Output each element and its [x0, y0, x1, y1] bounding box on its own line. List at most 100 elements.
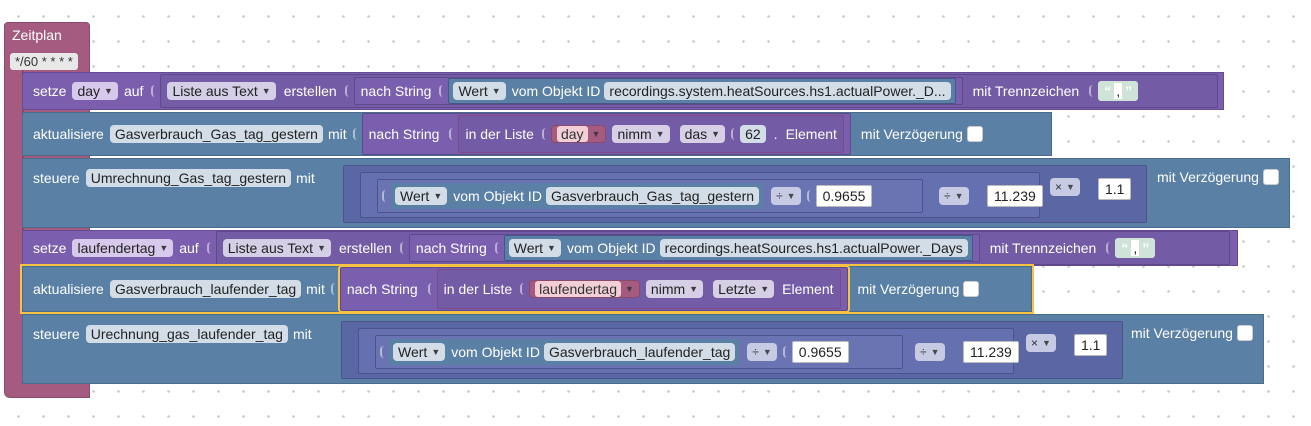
chevron-down-icon: ▼: [159, 243, 169, 253]
update-state-block-1[interactable]: aktualisiere Gasverbrauch_Gas_tag_gester…: [22, 112, 1052, 156]
mit-verzoegerung-label: mit Verzögerung: [1157, 169, 1259, 185]
get-object-value-block[interactable]: Wert▼ vom Objekt ID Gasverbrauch_Gas_tag…: [391, 183, 764, 209]
control-state-block-2[interactable]: steuere Urechnung_gas_laufender_tag mit …: [22, 314, 1264, 384]
object-id-field[interactable]: recordings.system.heatSources.hs1.actual…: [604, 82, 951, 100]
mit-verzoegerung-label: mit Verzögerung: [1131, 325, 1233, 341]
set-variable-laufendertag-block[interactable]: setze laufendertag▼ auf Liste aus Text▼ …: [22, 230, 1238, 266]
math-multiply-block[interactable]: Wert▼ vom Objekt ID Gasverbrauch_laufend…: [341, 321, 1123, 379]
get-object-value-block[interactable]: Wert▼ vom Objekt ID recordings.system.he…: [448, 78, 956, 104]
target-object-field[interactable]: Urechnung_gas_laufender_tag: [85, 325, 288, 343]
value-attribute-dropdown[interactable]: Wert▼: [393, 343, 446, 361]
list-get-element-block[interactable]: in der Liste day▼ nimm▼ das▼ 62 . Elemen…: [458, 115, 844, 153]
target-object-field[interactable]: Umrechnung_Gas_tag_gestern: [85, 169, 292, 187]
divide-operator-dropdown[interactable]: ÷▼: [747, 343, 777, 361]
object-id-field[interactable]: Gasverbrauch_laufender_tag: [543, 343, 736, 361]
factor-number-field[interactable]: 1.1: [1074, 334, 1108, 356]
divide-operator-dropdown[interactable]: ÷▼: [915, 343, 945, 361]
math-multiply-block[interactable]: Wert▼ vom Objekt ID Gasverbrauch_Gas_tag…: [343, 165, 1147, 223]
list-from-text-block[interactable]: Liste aus Text▼ erstellen nach String We…: [215, 231, 1230, 265]
update-state-block-2[interactable]: aktualisiere Gasverbrauch_laufender_tag …: [22, 266, 1032, 312]
input-notch-icon: [427, 283, 435, 295]
separator-field[interactable]: ,: [1131, 240, 1140, 256]
cron-field[interactable]: */60 * * * *: [10, 53, 78, 70]
math-divide-outer-block[interactable]: Wert▼ vom Objekt ID Gasverbrauch_laufend…: [358, 328, 1019, 374]
steuere-label: steuere: [33, 170, 80, 186]
to-string-block[interactable]: nach String in der Liste day▼ nimm▼ das▼…: [361, 113, 851, 155]
list-from-text-dropdown[interactable]: Liste aus Text▼: [222, 239, 331, 257]
wert-value: Wert: [398, 344, 428, 360]
set-variable-day-block[interactable]: setze day▼ auf Liste aus Text▼ erstellen…: [22, 72, 1224, 110]
math-divide-outer-block[interactable]: Wert▼ vom Objekt ID Gasverbrauch_Gas_tag…: [360, 172, 1043, 218]
value-attribute-dropdown[interactable]: Wert▼: [395, 187, 448, 205]
get-object-value-block[interactable]: Wert▼ vom Objekt ID recordings.heatSourc…: [503, 235, 973, 261]
chevron-down-icon: ▼: [711, 129, 721, 139]
nimm-dropdown[interactable]: nimm▼: [645, 280, 704, 298]
position-value: Letzte: [718, 281, 757, 297]
variable-laufendertag-dropdown[interactable]: laufendertag▼: [72, 239, 174, 257]
input-notch-icon: [520, 283, 527, 295]
math-divide-inner-block[interactable]: Wert▼ vom Objekt ID Gasverbrauch_laufend…: [375, 335, 903, 369]
separator-text-block[interactable]: “,”: [1098, 81, 1139, 101]
control-state-block-1[interactable]: steuere Umrechnung_Gas_tag_gestern mit W…: [22, 158, 1290, 228]
variable-day-dropdown[interactable]: day▼: [72, 82, 118, 100]
to-string-block[interactable]: nach String Wert▼ vom Objekt ID recordin…: [408, 234, 980, 262]
vom-objekt-label: vom Objekt ID: [511, 83, 601, 99]
math-divide-inner-block[interactable]: Wert▼ vom Objekt ID Gasverbrauch_Gas_tag…: [377, 179, 923, 213]
input-notch-icon: [330, 283, 338, 295]
chevron-down-icon: ▼: [104, 86, 113, 96]
list-from-text-value: Liste aus Text: [172, 83, 258, 99]
chevron-down-icon: ▼: [491, 86, 501, 96]
in-der-liste-label: in der Liste: [443, 281, 513, 297]
quote-open: “: [1121, 240, 1129, 256]
to-string-block[interactable]: nach String in der Liste laufendertag▼ n…: [339, 267, 848, 311]
divisor-number-field[interactable]: 11.239: [987, 185, 1043, 207]
list-from-text-dropdown[interactable]: Liste aus Text▼: [167, 82, 276, 100]
list-variable-dropdown[interactable]: laufendertag▼: [529, 280, 640, 298]
divide-operator-value: ÷: [752, 345, 759, 359]
list-variable-value: day: [556, 126, 588, 142]
list-variable-dropdown[interactable]: day▼: [550, 125, 607, 143]
input-notch-icon: [399, 242, 407, 254]
factor-number-field[interactable]: 1.1: [1098, 178, 1132, 200]
nach-string-label: nach String: [368, 126, 440, 142]
input-notch-icon: [541, 128, 549, 140]
list-from-text-block[interactable]: Liste aus Text▼ erstellen nach String We…: [160, 74, 1219, 108]
list-get-element-block[interactable]: in der Liste laufendertag▼ nimm▼ Letzte▼…: [436, 269, 841, 309]
erstellen-label: erstellen: [338, 240, 392, 256]
nach-string-label: nach String: [346, 281, 418, 297]
trigger-title: Zeitplan: [12, 27, 62, 43]
get-object-value-block[interactable]: Wert▼ vom Objekt ID Gasverbrauch_laufend…: [389, 339, 740, 365]
value-attribute-dropdown[interactable]: Wert▼: [453, 82, 506, 100]
position-dropdown[interactable]: das▼: [679, 125, 726, 143]
object-id-field[interactable]: recordings.heatSources.hs1.actualPower._…: [659, 239, 968, 257]
quote-open: “: [1104, 83, 1112, 99]
input-notch-icon: [1106, 242, 1113, 254]
input-notch-icon: [344, 85, 352, 97]
separator-text-block[interactable]: “,”: [1115, 238, 1156, 258]
nimm-dropdown[interactable]: nimm▼: [612, 125, 670, 143]
target-object-field[interactable]: Gasverbrauch_Gas_tag_gestern: [109, 125, 323, 143]
delay-checkbox[interactable]: [963, 281, 980, 297]
index-field[interactable]: 62: [740, 125, 766, 143]
value-attribute-dropdown[interactable]: Wert▼: [508, 239, 561, 257]
target-object-field[interactable]: Gasverbrauch_laufender_tag: [109, 280, 302, 298]
delay-checkbox[interactable]: [1262, 169, 1279, 185]
mit-label: mit: [292, 326, 312, 342]
nach-string-label: nach String: [415, 240, 487, 256]
position-dropdown[interactable]: Letzte▼: [713, 280, 775, 298]
separator-field[interactable]: ,: [1114, 83, 1123, 99]
delay-checkbox[interactable]: [966, 126, 983, 142]
multiply-operator-dropdown[interactable]: ×▼: [1050, 178, 1080, 196]
divide-operator-dropdown[interactable]: ÷▼: [939, 187, 969, 205]
object-id-field[interactable]: Gasverbrauch_Gas_tag_gestern: [545, 187, 760, 205]
divisor-number-field[interactable]: 0.9655: [815, 185, 873, 207]
chevron-down-icon: ▼: [760, 284, 770, 294]
divisor-number-field[interactable]: 11.239: [963, 341, 1019, 363]
delay-checkbox[interactable]: [1236, 325, 1253, 341]
to-string-block[interactable]: nach String Wert▼ vom Objekt ID recordin…: [353, 77, 963, 105]
multiply-operator-dropdown[interactable]: ×▼: [1026, 334, 1056, 352]
mit-trennzeichen-label: mit Trennzeichen: [972, 83, 1080, 99]
mit-label: mit: [327, 126, 347, 142]
divisor-number-field[interactable]: 0.9655: [791, 341, 849, 363]
divide-operator-dropdown[interactable]: ÷▼: [771, 187, 801, 205]
